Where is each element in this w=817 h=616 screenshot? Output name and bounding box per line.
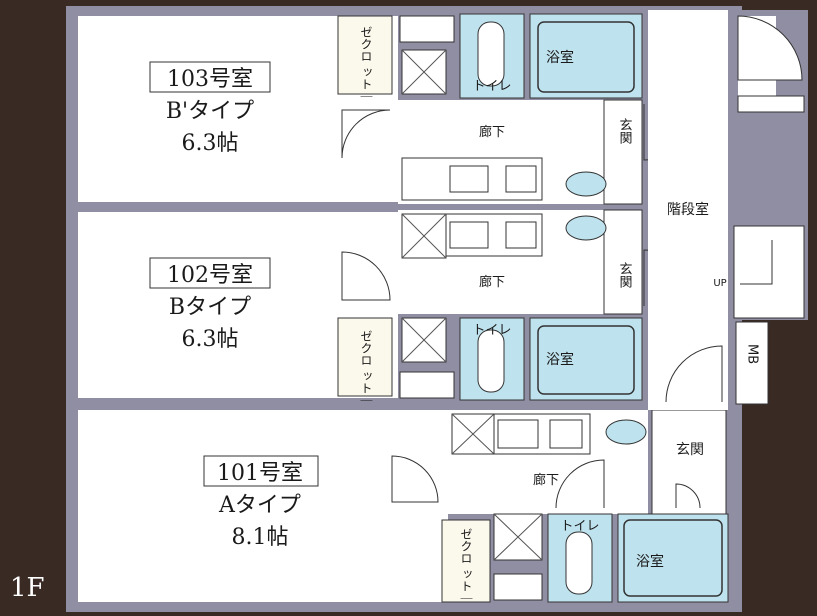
stairwell-label: 階段室 bbox=[667, 201, 709, 218]
unit-103-bathtub bbox=[537, 21, 635, 93]
unit-103-name-box bbox=[149, 61, 271, 93]
unit-103-room-door bbox=[341, 109, 391, 159]
unit-102-room-door bbox=[341, 251, 391, 301]
unit-101-name: 101号室 bbox=[217, 461, 303, 486]
unit-101-entrance-door bbox=[675, 483, 701, 509]
unit-101-stove bbox=[549, 419, 583, 449]
mb-label: MB bbox=[745, 344, 760, 364]
unit-103-toilet-label: トイレ bbox=[472, 79, 511, 94]
unit-103-sink bbox=[449, 165, 489, 193]
unit-101-name-box bbox=[203, 455, 319, 487]
unit-101-entrance-label: 玄関 bbox=[676, 441, 704, 458]
unit-102-bathtub bbox=[537, 325, 635, 395]
unit-102-entrance-label: 玄関 bbox=[617, 262, 633, 289]
stair-steps bbox=[737, 95, 805, 113]
stair-lower bbox=[733, 225, 805, 319]
stairwell bbox=[648, 10, 728, 410]
unit-101-bath-label: 浴室 bbox=[636, 553, 664, 570]
unit-103-corridor-label: 廊下 bbox=[479, 124, 505, 140]
unit-101-corridor-door bbox=[555, 459, 605, 509]
stairwell-door bbox=[665, 345, 723, 403]
unit-101-size: 8.1帖 bbox=[232, 525, 289, 550]
unit-103-shelf bbox=[399, 15, 455, 43]
unit-102-type: Bタイプ bbox=[169, 295, 251, 320]
unit-103-size: 6.3帖 bbox=[182, 131, 239, 156]
unit-103-entrance-label: 玄関 bbox=[617, 118, 633, 145]
unit-101-wash-basin bbox=[605, 419, 647, 445]
unit-102-toilet-fixture bbox=[477, 329, 505, 393]
unit-103-closet-label: ゼクロ ット｜ bbox=[359, 26, 373, 102]
unit-102-closet-label: ゼクロ ット｜ bbox=[359, 330, 373, 406]
unit-103-bath-label: 浴室 bbox=[546, 49, 574, 66]
unit-102-size: 6.3帖 bbox=[182, 327, 239, 352]
unit-101-bathtub bbox=[623, 519, 723, 597]
unit-101-shelf bbox=[493, 573, 543, 601]
stair-arrow bbox=[740, 240, 773, 285]
unit-103-toilet-fixture bbox=[477, 21, 505, 87]
unit-102-bath-label: 浴室 bbox=[546, 351, 574, 368]
unit-102-name-box bbox=[149, 257, 271, 289]
unit-101-corridor-label: 廊下 bbox=[533, 472, 559, 488]
unit-101-toilet-label: トイレ bbox=[560, 519, 599, 534]
unit-102-entrance bbox=[603, 209, 643, 315]
unit-102-name: 102号室 bbox=[167, 263, 253, 288]
unit-103-entrance bbox=[603, 99, 643, 205]
unit-102-stove bbox=[505, 221, 537, 249]
unit-102-closet bbox=[337, 317, 393, 397]
unit-103-type: B'タイプ bbox=[166, 99, 254, 124]
unit-101-living-room bbox=[78, 410, 448, 602]
stair-curve bbox=[737, 15, 803, 81]
unit-102-wash-basin bbox=[565, 215, 607, 241]
unit-101-closet-label: ゼクロ ット｜ bbox=[459, 528, 473, 604]
unit-103-name: 103号室 bbox=[167, 67, 253, 92]
unit-102-sink bbox=[449, 221, 489, 249]
unit-101-type: Aタイプ bbox=[218, 493, 301, 518]
unit-103-closet bbox=[337, 15, 393, 95]
up-label: UP bbox=[713, 278, 726, 289]
unit-102-toilet-label: トイレ bbox=[472, 323, 511, 338]
floor-label: 1F bbox=[10, 573, 45, 603]
unit-101-room-door bbox=[391, 455, 439, 503]
unit-101-toilet-fixture bbox=[565, 531, 593, 595]
unit-103-wash-basin bbox=[565, 171, 607, 197]
unit-103-stove bbox=[505, 165, 537, 193]
unit-102-corridor-label: 廊下 bbox=[479, 274, 505, 290]
unit-101-sink bbox=[497, 419, 539, 449]
mb-closet bbox=[735, 321, 769, 405]
unit-101-closet bbox=[441, 519, 491, 603]
unit-101-entrance bbox=[651, 409, 727, 515]
unit-102-shelf bbox=[399, 371, 455, 399]
